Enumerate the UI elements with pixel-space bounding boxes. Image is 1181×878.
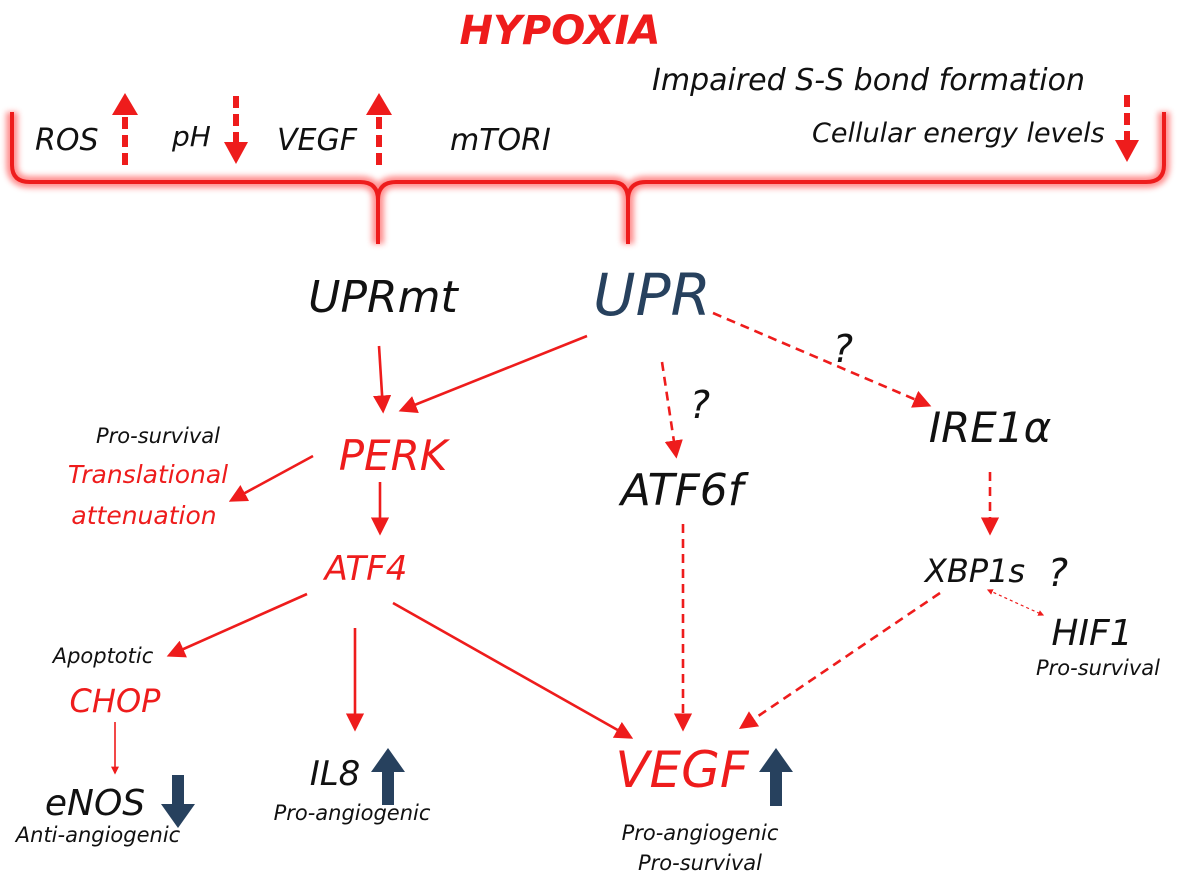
vegf-header-label: VEGF (277, 123, 358, 158)
hif1-node: HIF1 (1051, 613, 1132, 654)
enos-down-arrow-icon (161, 775, 195, 828)
ph-down-arrow-icon (224, 96, 248, 164)
atf4-node: ATF4 (323, 549, 408, 589)
hypoxia-title: HYPOXIA (459, 8, 660, 54)
arrow-upr-ire1a (712, 311, 932, 408)
pro-survival-perk-label: Pro-survival (96, 424, 220, 448)
arrow-xbp1s-vegf (738, 591, 941, 730)
question-upr-ire: ? (833, 327, 853, 371)
xbp1s-node: XBP1s (923, 552, 1025, 590)
ros-label: ROS (35, 123, 99, 158)
anti-angiogenic-label: Anti-angiogenic (14, 823, 181, 847)
atf6f-node: ATF6f (618, 465, 750, 516)
arrow-xbp1s-hif1 (986, 589, 1045, 616)
ss-bond-label: Impaired S-S bond formation (652, 63, 1085, 98)
vegf-node: VEGF (615, 741, 750, 799)
question-xbp: ? (1048, 551, 1068, 595)
il8-up-arrow-icon (371, 748, 405, 805)
il8-node: IL8 (310, 754, 361, 794)
energy-down-arrow-icon (1115, 95, 1139, 162)
arrow-atf4-chop (166, 592, 308, 658)
arrow-perk-translational (228, 454, 314, 502)
apoptotic-label: Apoptotic (51, 644, 154, 668)
hypoxia-brace (5, 112, 1170, 244)
chop-node: CHOP (70, 682, 162, 720)
vegf-up-arrow-icon (366, 93, 392, 165)
arrow-upr-perk (398, 334, 588, 414)
vegf-up-arrow-icon-bottom (759, 748, 793, 806)
arrow-uprmt-perk (373, 345, 392, 414)
question-atf6: ? (690, 383, 710, 427)
mtor-label: mTORI (450, 123, 551, 158)
ros-up-arrow-icon (112, 93, 138, 165)
ire1a-node: IRE1α (929, 403, 1052, 452)
perk-node: PERK (339, 431, 451, 480)
pro-survival-hif-label: Pro-survival (1036, 656, 1160, 680)
pro-survival-vegf-label: Pro-survival (638, 851, 762, 875)
arrow-upr-atf6f (660, 361, 683, 459)
uprmt-node: UPRmt (308, 272, 459, 323)
arrow-atf4-vegf (392, 601, 634, 739)
pro-angiogenic-il8-label: Pro-angiogenic (274, 801, 431, 825)
upr-node: UPR (593, 261, 711, 329)
ph-label: pH (171, 120, 211, 153)
energy-label: Cellular energy levels (812, 118, 1105, 149)
translational-label: Translational (68, 460, 228, 489)
attenuation-label: attenuation (71, 501, 216, 530)
enos-node: eNOS (45, 783, 145, 824)
pro-angiogenic-vegf-label: Pro-angiogenic (622, 821, 779, 845)
